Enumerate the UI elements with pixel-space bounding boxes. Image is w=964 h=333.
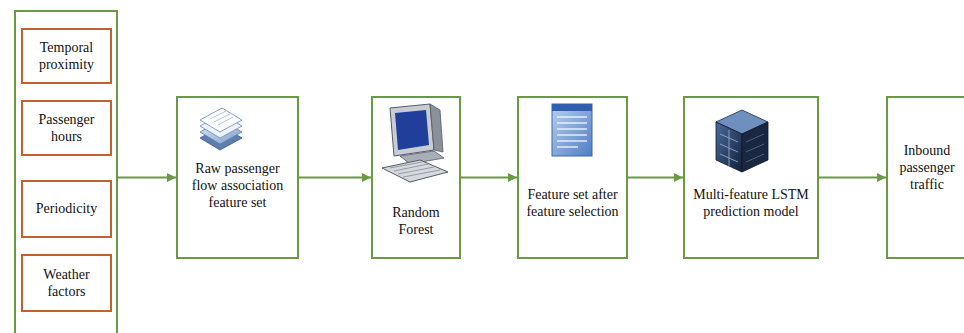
process-box: Raw passenger flow association feature s…	[176, 96, 299, 259]
papers-icon	[200, 108, 242, 150]
feature-label: Temporal proximity	[28, 39, 105, 73]
feature-label: Passenger hours	[28, 111, 105, 145]
flow-arrow	[628, 177, 683, 179]
computer-icon	[382, 104, 448, 182]
process-box: Random Forest	[371, 96, 461, 259]
process-box: Multi-feature LSTM prediction model	[683, 96, 819, 259]
document-icon	[552, 104, 592, 156]
box-label: Random Forest	[379, 204, 453, 238]
feature-group-box: Temporal proximityPassenger hoursPeriodi…	[14, 10, 118, 333]
box-label: Multi-feature LSTM prediction model	[691, 186, 811, 220]
output-box: Inbound passenger traffic	[886, 96, 964, 259]
feature-box: Passenger hours	[21, 100, 112, 156]
box-label: Inbound passenger traffic	[894, 142, 960, 193]
flow-arrow	[819, 177, 886, 179]
flow-arrow	[461, 177, 517, 179]
flow-arrow	[299, 177, 371, 179]
feature-box: Weather factors	[21, 254, 112, 312]
feature-box: Temporal proximity	[21, 28, 112, 84]
box-label: Feature set after feature selection	[525, 186, 620, 220]
feature-label: Periodicity	[36, 200, 97, 217]
process-box: Feature set after feature selection	[517, 96, 628, 259]
feature-label: Weather factors	[28, 266, 105, 300]
flow-arrow	[118, 177, 176, 179]
box-label: Raw passenger flow association feature s…	[184, 160, 291, 211]
server-icon	[716, 110, 768, 172]
feature-box: Periodicity	[21, 180, 112, 238]
